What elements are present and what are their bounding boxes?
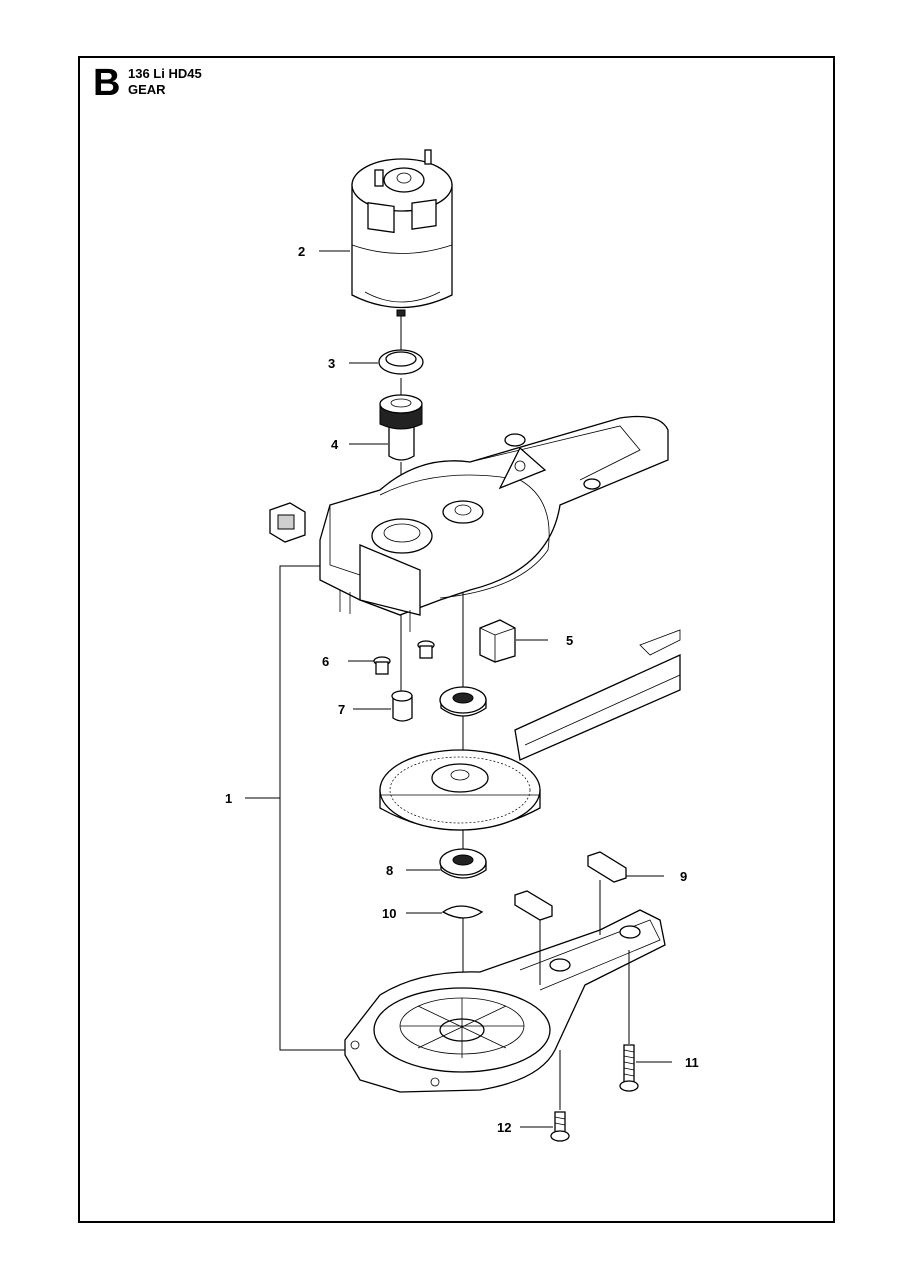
screws-small	[373, 640, 435, 675]
motor	[351, 149, 453, 317]
upper-gear-housing	[319, 415, 669, 632]
callout-8: 8	[386, 863, 393, 878]
wave-washer	[441, 905, 484, 919]
leader-line-1	[245, 565, 345, 1051]
key-blocks	[514, 851, 627, 921]
ball-bearing-lower	[439, 848, 487, 879]
callout-11: 11	[685, 1055, 699, 1070]
callout-9: 9	[680, 869, 687, 884]
lower-gear-housing	[344, 909, 666, 1093]
section-title: GEAR	[128, 82, 166, 97]
screw-short	[550, 1111, 570, 1142]
callout-7: 7	[338, 702, 345, 717]
callout-10: 10	[382, 906, 396, 921]
ball-bearing-upper	[439, 686, 487, 717]
callout-3: 3	[328, 356, 335, 371]
callout-2: 2	[298, 244, 305, 259]
ring-seal	[378, 349, 424, 375]
cutter-blade	[514, 629, 681, 761]
section-letter: B	[93, 62, 121, 104]
callout-5: 5	[566, 633, 573, 648]
page-frame	[78, 56, 835, 1223]
callout-1: 1	[225, 791, 232, 806]
model-title: 136 Li HD45	[128, 66, 202, 81]
callout-4: 4	[331, 437, 339, 452]
callout-6: 6	[322, 654, 329, 669]
large-gear	[379, 749, 541, 831]
callout-12: 12	[497, 1120, 511, 1135]
screw-long	[619, 1044, 639, 1092]
bushing	[391, 690, 413, 722]
connector-block-left	[269, 502, 306, 543]
rubber-block	[479, 619, 516, 663]
pinion-sleeve	[379, 394, 423, 461]
